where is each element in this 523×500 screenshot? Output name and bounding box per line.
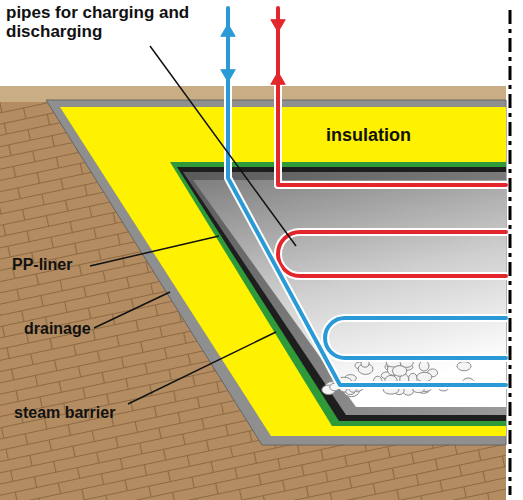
gravel-stone	[457, 362, 471, 371]
water-volume	[193, 180, 506, 407]
leader-lines	[90, 46, 296, 404]
arrow-head	[221, 24, 235, 36]
arrow-head	[271, 72, 285, 84]
blue-pipe	[228, 8, 506, 385]
inner-lining	[183, 172, 506, 415]
part-label: steam barrier	[14, 404, 115, 422]
gravel-stone	[419, 361, 429, 371]
pipes	[221, 8, 506, 385]
arrow-head	[271, 20, 285, 32]
part-label: insulation	[326, 126, 411, 146]
leader-line	[128, 332, 276, 404]
gravel-stone	[417, 372, 432, 381]
leader-line	[150, 46, 296, 246]
gravel	[322, 357, 474, 396]
part-label: PP-liner	[12, 256, 72, 274]
part-label: drainage	[24, 320, 91, 338]
ground	[0, 88, 506, 500]
arrow-head	[221, 70, 235, 82]
blue-pipe-outline	[228, 8, 506, 385]
leader-line	[90, 236, 219, 266]
red-pipe	[278, 8, 506, 276]
red-pipe-outline	[278, 8, 506, 276]
center-line	[509, 10, 512, 495]
leader-line	[94, 292, 170, 328]
part-label: pipes for charging and discharging	[6, 4, 196, 41]
